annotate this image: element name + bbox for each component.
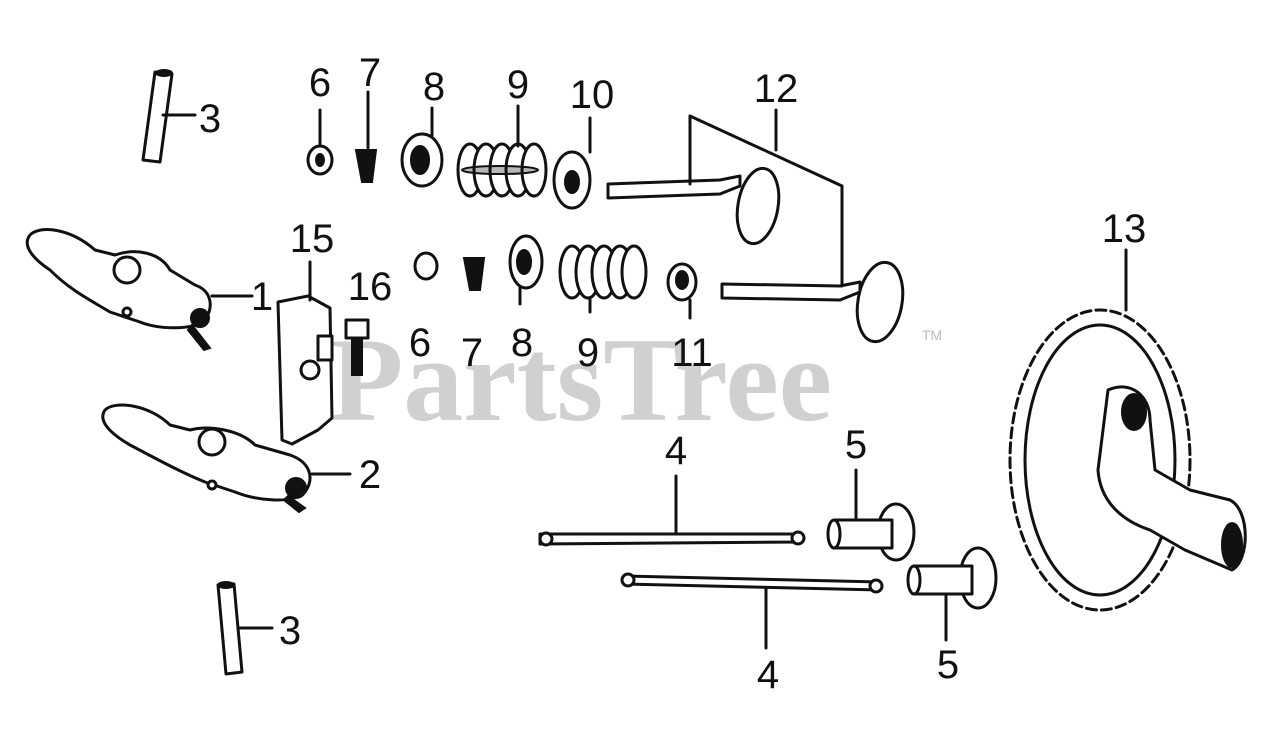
- callout-15: 15: [290, 217, 335, 261]
- rocker-arm-1[interactable]: [25, 228, 212, 352]
- callout-2: 2: [359, 453, 381, 497]
- callout-8a: 8: [423, 65, 445, 109]
- callout-6b: 6: [409, 321, 431, 365]
- intake-valve[interactable]: [606, 165, 784, 247]
- valve-stem-seal[interactable]: [552, 150, 592, 210]
- callout-16: 16: [348, 265, 393, 309]
- push-rod-top[interactable]: [538, 530, 806, 547]
- watermark-trademark: TM: [922, 327, 942, 343]
- tappet-bottom[interactable]: [906, 546, 998, 610]
- callout-13: 13: [1102, 207, 1147, 251]
- callout-5b: 5: [937, 643, 959, 687]
- rocker-plate[interactable]: [276, 294, 334, 446]
- valve-spring-bottom[interactable]: [558, 244, 648, 300]
- callout-9b: 9: [577, 331, 599, 375]
- callout-3a: 3: [199, 97, 221, 141]
- callout-4b: 4: [757, 653, 779, 697]
- valve-cotter-bottom[interactable]: [413, 251, 439, 281]
- watermark-brand: PartsTree: [330, 313, 832, 446]
- callout-3b: 3: [279, 609, 301, 653]
- leader-c12-right: [688, 114, 844, 288]
- callout-7b: 7: [461, 331, 483, 375]
- callout-11: 11: [671, 331, 713, 375]
- callout-1: 1: [251, 275, 273, 319]
- callout-8b: 8: [511, 321, 533, 365]
- callout-9a: 9: [507, 63, 529, 107]
- callout-6a: 6: [309, 61, 331, 105]
- callout-10: 10: [570, 73, 615, 117]
- rocker-arm-2[interactable]: [101, 403, 312, 514]
- valve-rotator[interactable]: [666, 262, 698, 302]
- rocker-shaft-pin-top[interactable]: [141, 69, 174, 164]
- callout-12: 12: [754, 67, 799, 111]
- valve-cotter-top[interactable]: [306, 144, 334, 176]
- spring-retainer-bottom[interactable]: [508, 234, 544, 290]
- callout-4a: 4: [665, 429, 687, 473]
- callout-5a: 5: [845, 423, 867, 467]
- valve-spring-top[interactable]: [456, 142, 548, 198]
- camshaft-gear[interactable]: [1008, 308, 1247, 612]
- rocker-shaft-pin-bottom[interactable]: [216, 581, 244, 676]
- spring-retainer-top[interactable]: [400, 132, 444, 188]
- push-rod-bottom[interactable]: [620, 572, 884, 594]
- exhaust-valve[interactable]: [720, 259, 909, 345]
- valve-keeper-top[interactable]: [354, 149, 378, 183]
- callout-7a: 7: [359, 51, 381, 95]
- tappet-top[interactable]: [826, 502, 916, 562]
- valve-keeper-bottom[interactable]: [462, 257, 486, 291]
- hex-bolt[interactable]: [344, 318, 370, 376]
